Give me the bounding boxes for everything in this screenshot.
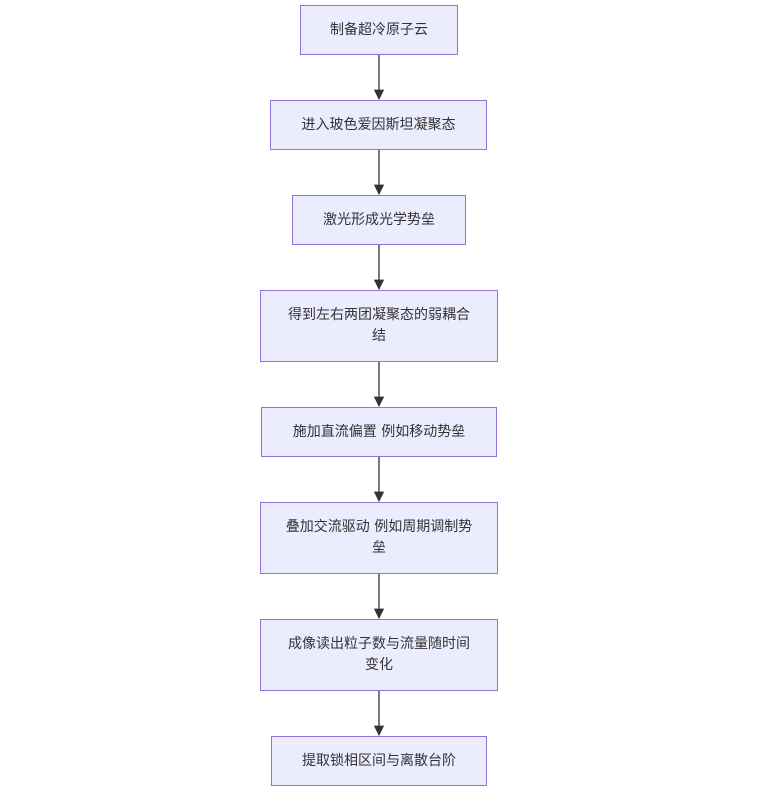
step-imaging-readout: 成像读出粒子数与流量随时间变化 <box>260 619 498 691</box>
step-laser-optical-barrier: 激光形成光学势垒 <box>292 195 466 245</box>
step-weak-coupled-junction: 得到左右两团凝聚态的弱耦合结 <box>260 290 498 362</box>
step-enter-bec: 进入玻色爱因斯坦凝聚态 <box>270 100 487 150</box>
step-prepare-cold-atom-cloud: 制备超冷原子云 <box>300 5 458 55</box>
step-ac-drive: 叠加交流驱动 例如周期调制势垒 <box>260 502 498 574</box>
step-dc-bias: 施加直流偏置 例如移动势垒 <box>261 407 497 457</box>
step-extract-phase-locking: 提取锁相区间与离散台阶 <box>271 736 487 786</box>
